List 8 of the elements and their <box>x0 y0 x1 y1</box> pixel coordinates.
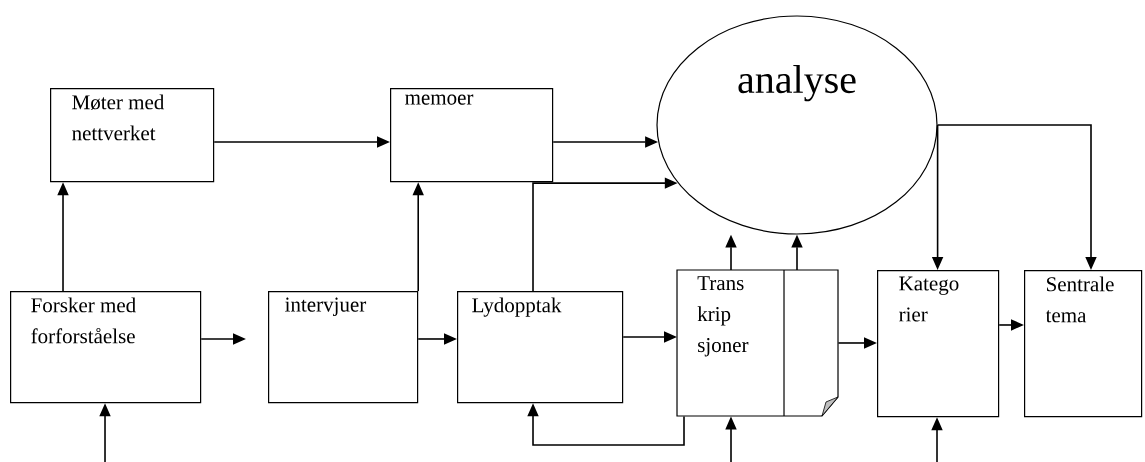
process-box: Forsker med forforståelse <box>10 291 202 404</box>
process-box: Sentrale tema <box>1024 270 1143 418</box>
document-box: Trans krip sjoner <box>676 269 839 417</box>
process-box: intervjuer <box>268 291 419 404</box>
process-box: Møter med nettverket <box>50 88 215 183</box>
process-box: memoer <box>390 88 554 183</box>
process-box: Lydopptak <box>457 291 624 404</box>
process-box: Katego rier <box>877 270 1000 418</box>
